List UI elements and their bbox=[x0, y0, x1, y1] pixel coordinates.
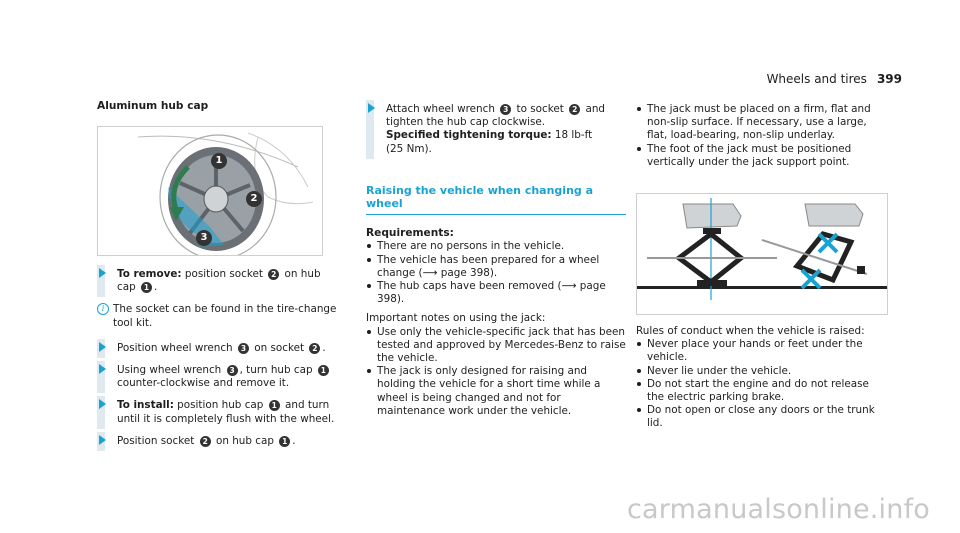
callout-2: 2 bbox=[244, 186, 264, 207]
info-note: i The socket can be found in the tire-ch… bbox=[97, 303, 342, 329]
jack-note-item: The jack is only designed for raising an… bbox=[366, 365, 626, 418]
requirements-label: Requirements: bbox=[366, 227, 454, 240]
jack-placement-item: The foot of the jack must be positioned … bbox=[636, 143, 886, 169]
step-install: To install: position hub cap 1 and turn … bbox=[97, 396, 342, 429]
rule-item: Never lie under the vehicle. bbox=[636, 365, 886, 378]
column-middle: Attach wheel wrench 3 to socket 2 and ti… bbox=[366, 100, 626, 418]
section-name: Wheels and tires bbox=[766, 72, 867, 86]
callout-1: 1 bbox=[209, 148, 229, 169]
requirement-item: The hub caps have been removed (⟶ page 3… bbox=[366, 280, 626, 306]
watermark[interactable]: carmanualsonline.info bbox=[627, 494, 930, 525]
step-tighten: Attach wheel wrench 3 to socket 2 and ti… bbox=[366, 100, 626, 159]
column-left-steps: To remove: position socket 2 on hub cap … bbox=[97, 265, 342, 457]
step-turn-hub-cap: Using wheel wrench 3, turn hub cap 1 cou… bbox=[97, 361, 342, 394]
section-rule bbox=[366, 214, 626, 216]
jack-illustration bbox=[637, 198, 887, 300]
torque-value: 18 lb-ft bbox=[551, 129, 593, 142]
requirement-item: There are no persons in the vehicle. bbox=[366, 240, 626, 253]
subsection-title: Aluminum hub cap bbox=[97, 100, 209, 112]
step-position-wrench: Position wheel wrench 3 on socket 2. bbox=[97, 338, 342, 359]
step-arrow-icon bbox=[99, 364, 106, 375]
step-remove: To remove: position socket 2 on hub cap … bbox=[97, 265, 342, 298]
step-arrow-icon bbox=[368, 103, 375, 113]
torque-label: Specified tightening torque: bbox=[386, 129, 552, 142]
section-title: Raising the vehicle when changing a whee… bbox=[366, 183, 594, 211]
jack-figure bbox=[636, 193, 888, 315]
notes-intro: Important notes on using the jack: bbox=[366, 312, 546, 325]
torque-metric: (25 Nm). bbox=[386, 142, 432, 155]
cross-icon bbox=[800, 268, 822, 290]
jack-placement-item: The jack must be placed on a firm, flat … bbox=[636, 103, 886, 143]
step-position-socket: Position socket 2 on hub cap 1. bbox=[97, 431, 342, 452]
requirement-item: The vehicle has been prepared for a whee… bbox=[366, 254, 626, 280]
page-header: Wheels and tires 399 bbox=[767, 72, 902, 86]
callout-3: 3 bbox=[194, 225, 214, 246]
column-right: The jack must be placed on a firm, flat … bbox=[636, 103, 886, 169]
cross-icon bbox=[817, 232, 839, 254]
rule-item: Do not start the engine and do not relea… bbox=[636, 378, 886, 404]
rule-item: Never place your hands or feet under the… bbox=[636, 338, 886, 364]
rule-item: Do not open or close any doors or the tr… bbox=[636, 404, 886, 430]
hub-cap-figure: 1 2 3 bbox=[97, 126, 323, 260]
step-arrow-icon bbox=[99, 341, 106, 352]
step-arrow-icon bbox=[99, 434, 106, 445]
column-left: Aluminum hub cap bbox=[97, 100, 321, 113]
rules-intro: Rules of conduct when the vehicle is rai… bbox=[636, 325, 865, 337]
jack-note-item: Use only the vehicle-specific jack that … bbox=[366, 326, 626, 366]
page-number: 399 bbox=[876, 72, 902, 86]
step-arrow-icon bbox=[99, 268, 106, 278]
info-icon: i bbox=[97, 303, 109, 316]
step-arrow-icon bbox=[99, 399, 106, 410]
column-right-rules: Rules of conduct when the vehicle is rai… bbox=[636, 325, 886, 431]
